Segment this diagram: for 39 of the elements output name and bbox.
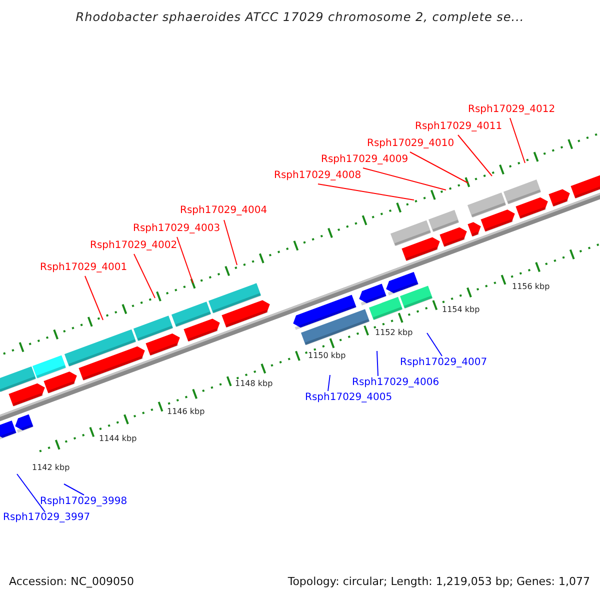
gene-label: Rsph17029_3998 [40,496,128,508]
scale-label: 1148 kbp [235,379,273,389]
title: Rhodobacter sphaeroides ATCC 17029 chromosome 2, complete se... [74,10,526,24]
scale-label: 1142 kbp [32,463,70,473]
gene-label: Rsph17029_4006 [352,377,440,389]
leader-line [84,276,104,320]
leader-line [410,152,468,184]
leader-line [362,168,446,190]
leader-line [328,374,330,392]
scale-label: 1154 kbp [442,305,480,315]
gene-label: Rsph17029_4002 [90,240,178,252]
leader-line [134,254,156,298]
leader-line [176,236,194,284]
gene-label: Rsph17029_4005 [305,392,392,404]
scale-label: 1144 kbp [99,434,137,444]
summary-text: Topology: circular; Length: 1,219,053 bp; Genes: 1,077 [288,575,590,588]
leader-line [426,332,442,356]
gene-label: Rsph17029_4011 [415,121,502,133]
gene-label: Rsph17029_4001 [40,262,128,274]
gene-label: Rsph17029_4004 [180,205,268,217]
leader-line [224,220,238,266]
leader-line [510,118,526,164]
scale-label: 1152 kbp [375,328,413,338]
scale-label: 1146 kbp [167,407,205,417]
accession-text: Accession: NC_009050 [9,575,134,588]
leader-line [376,350,378,376]
gene-label: Rsph17029_4008 [274,170,362,182]
gene-label: Rsph17029_4007 [400,357,488,369]
leader-line [318,184,414,200]
scale-label: 1150 kbp [308,351,346,361]
leader-line [16,474,46,512]
scale-label: 1156 kbp [512,282,550,292]
gene-label: Rsph17029_4012 [468,104,556,116]
gene-label: Rsph17029_3997 [3,512,90,524]
gene-label: Rsph17029_4010 [367,138,454,150]
leader-line [64,484,84,496]
leader-line [458,134,492,176]
gene-label: Rsph17029_4009 [321,154,408,166]
gene-label: Rsph17029_4003 [133,223,220,235]
